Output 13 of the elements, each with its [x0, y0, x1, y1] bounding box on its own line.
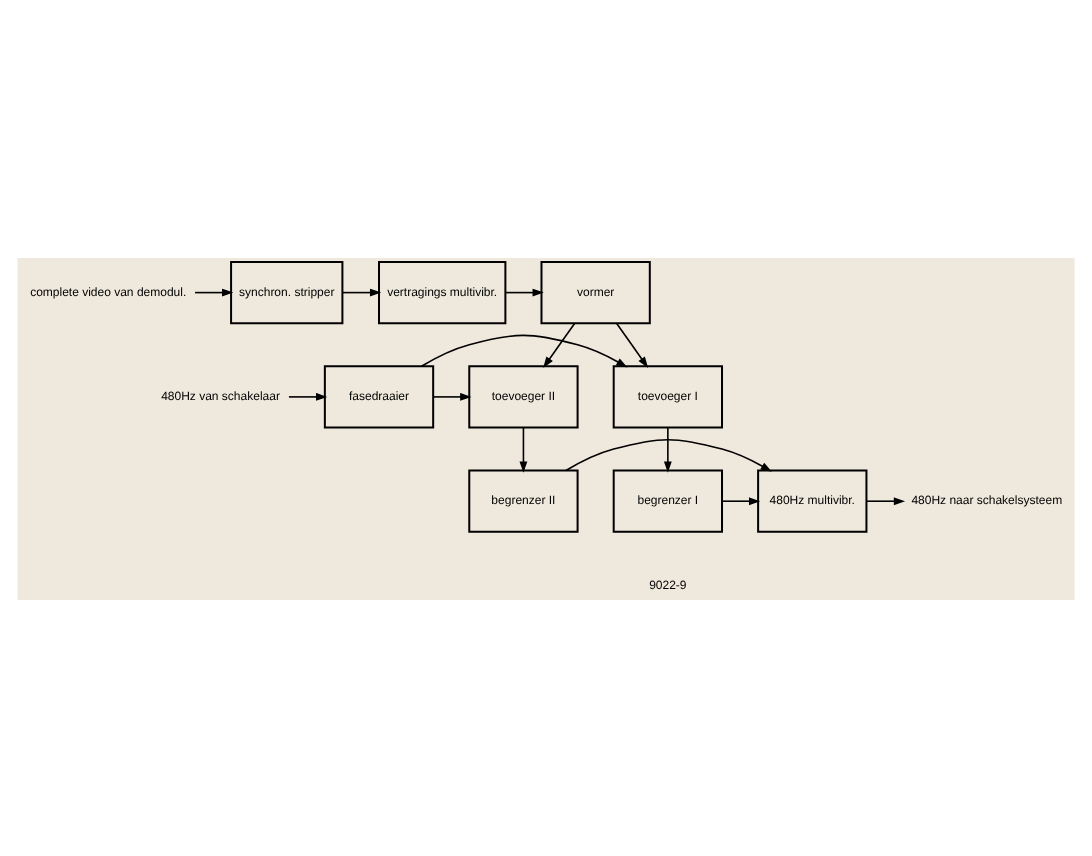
arrow [565, 437, 772, 471]
arrow [615, 321, 649, 367]
arrow [420, 333, 628, 367]
arrow [432, 391, 472, 400]
arrow [504, 287, 544, 296]
arrow [194, 287, 234, 296]
arrow [663, 425, 672, 472]
arrow [341, 287, 382, 296]
arrow [721, 496, 761, 505]
arrow [519, 425, 528, 472]
arrow [543, 321, 576, 367]
arrow [865, 496, 906, 505]
arrow [288, 391, 328, 400]
